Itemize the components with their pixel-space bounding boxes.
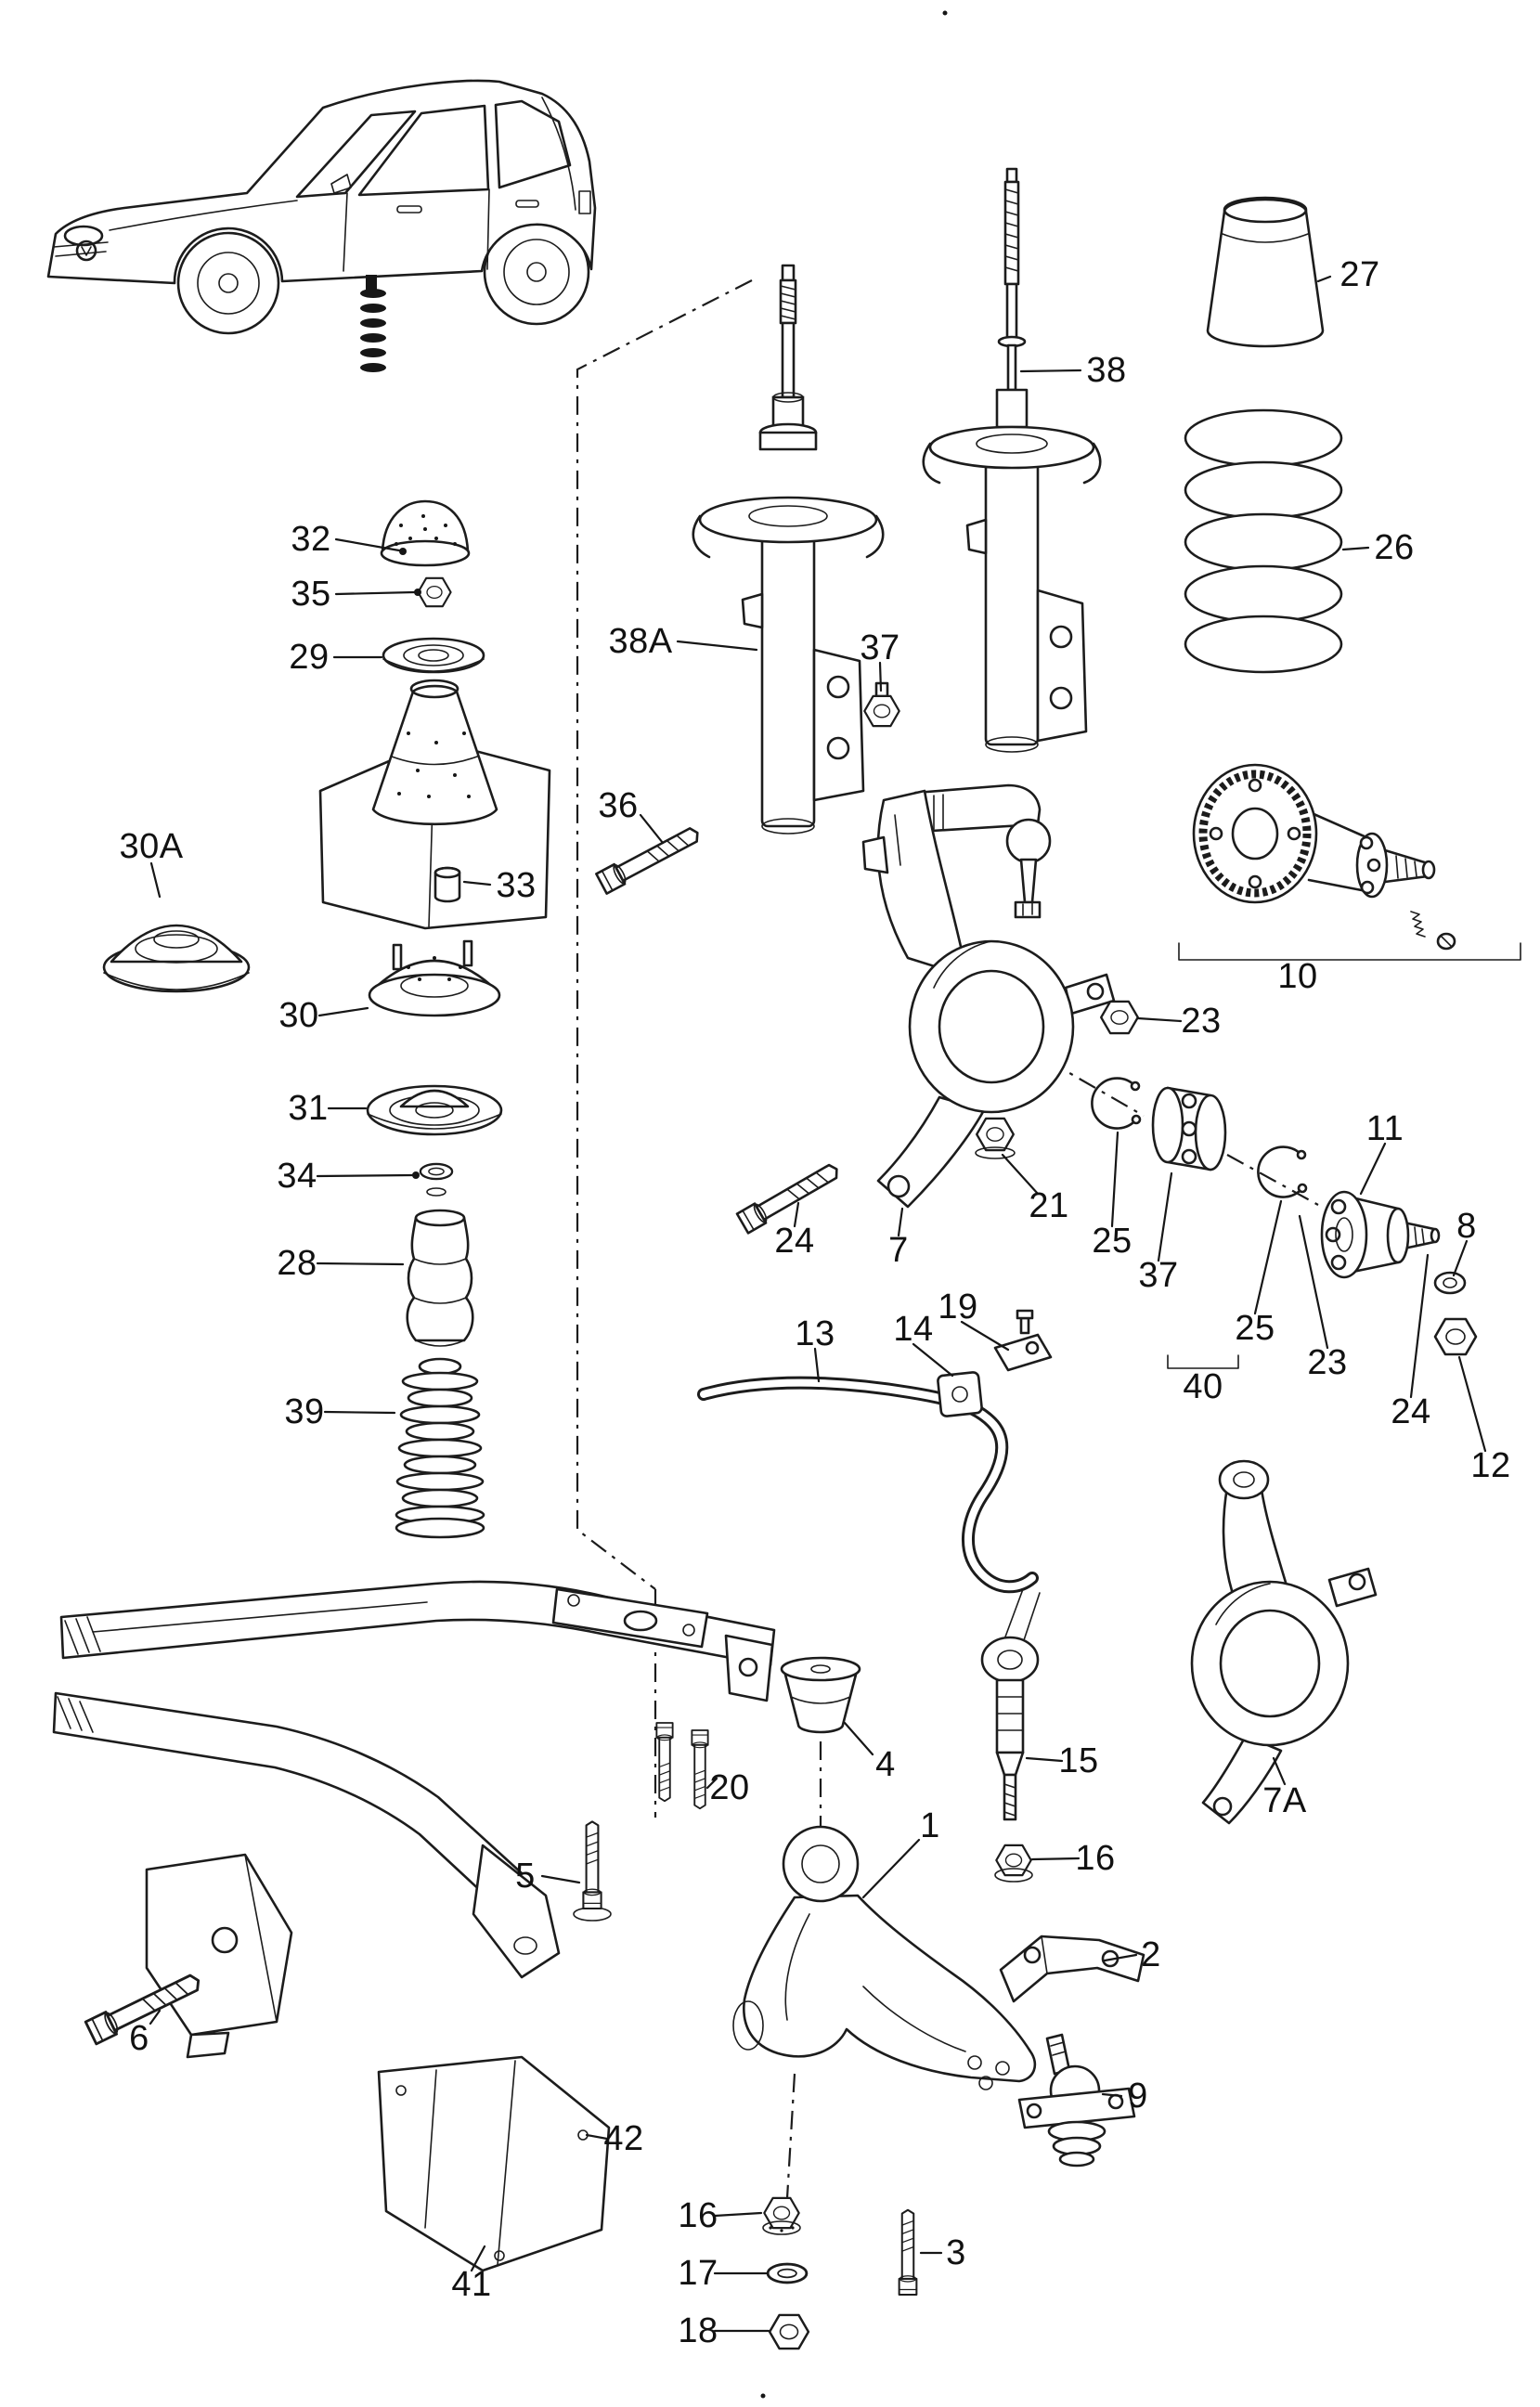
flange-nut-16-upper (994, 1844, 1033, 1883)
cap-32 (380, 499, 471, 567)
part-label-16a: 16 (1075, 1839, 1116, 1878)
part-label-24b: 24 (1391, 1392, 1431, 1431)
suspension-strut-38 (922, 167, 1102, 753)
part-label-37b: 37 (1138, 1256, 1179, 1295)
part-label-7: 7 (888, 1231, 909, 1270)
part-label-5: 5 (515, 1857, 536, 1896)
part-label-39: 39 (284, 1392, 325, 1431)
part-label-32: 32 (291, 520, 331, 559)
print-specks (760, 10, 948, 2399)
protective-boot-39 (395, 1357, 485, 1539)
bump-stop-28 (406, 1209, 474, 1347)
part-label-24a: 24 (774, 1222, 815, 1261)
part-label-8: 8 (1456, 1207, 1477, 1246)
leader-lines (149, 275, 1487, 2333)
bolt-5 (573, 1820, 612, 1922)
part-label-27: 27 (1339, 255, 1380, 294)
part-label-23b: 23 (1307, 1343, 1348, 1382)
control-arm-1 (732, 1825, 1037, 2090)
part-label-31: 31 (288, 1089, 329, 1128)
coil-spring-26 (1184, 408, 1343, 674)
part-label-20: 20 (709, 1768, 750, 1807)
part-label-25b: 25 (1235, 1309, 1275, 1348)
part-label-7A: 7A (1262, 1781, 1307, 1820)
part-label-2: 2 (1141, 1935, 1161, 1974)
part-label-30A: 30A (119, 827, 184, 866)
wheel-bearing-25 (1151, 1086, 1227, 1171)
part-label-18: 18 (678, 2311, 718, 2350)
part-label-35: 35 (291, 575, 331, 614)
stabilizer-clamp-14 (937, 1371, 983, 1417)
part-label-26: 26 (1374, 528, 1415, 567)
part-label-13: 13 (795, 1314, 835, 1353)
part-label-21: 21 (1029, 1186, 1069, 1225)
highlighted-front-spring (360, 275, 386, 372)
self-tapping-screw (1410, 911, 1456, 951)
part-label-4: 4 (875, 1745, 896, 1784)
cone-bushing-4 (780, 1656, 861, 1734)
windshield (295, 110, 417, 199)
part-label-30: 30 (278, 996, 319, 1035)
part-label-11: 11 (1365, 1109, 1404, 1148)
part-label-16b: 16 (678, 2196, 718, 2235)
part-label-17: 17 (678, 2254, 718, 2293)
part-label-6: 6 (129, 2019, 149, 2058)
vehicle-overview (46, 79, 597, 372)
part-label-19: 19 (938, 1288, 978, 1326)
part-label-3: 3 (946, 2233, 966, 2272)
washer-34 (419, 1162, 454, 1197)
protective-cap-27 (1206, 196, 1325, 348)
vw-badge (75, 239, 97, 262)
part-label-37a: 37 (860, 628, 900, 667)
part-label-34: 34 (277, 1157, 317, 1196)
flange-nut-16-lower (762, 2196, 801, 2235)
part-label-40: 40 (1183, 1367, 1223, 1406)
part-label-28: 28 (277, 1244, 317, 1283)
bracket-2 (999, 1935, 1145, 2003)
part-label-12: 12 (1470, 1446, 1511, 1485)
strut-mount-29 (382, 637, 485, 674)
part-label-23a: 23 (1181, 1002, 1222, 1041)
steering-knuckle-7a (1190, 1459, 1378, 1825)
part-label-14: 14 (893, 1310, 934, 1349)
wheel-hub-abs-ring-10 (1192, 763, 1456, 951)
part-label-1: 1 (920, 1806, 940, 1845)
part-label-42: 42 (603, 2119, 644, 2158)
part-label-9: 9 (1128, 2077, 1148, 2116)
splash-shield-41 (377, 2055, 611, 2272)
grouping-brackets (1167, 942, 1521, 1369)
stabilizer-link-15 (980, 1588, 1041, 1821)
part-label-25a: 25 (1092, 1222, 1132, 1261)
part-label-41: 41 (451, 2265, 492, 2304)
ball-joint-9 (1017, 2033, 1136, 2168)
part-label-29: 29 (289, 638, 330, 677)
washer-8 (1433, 1271, 1467, 1295)
suspension-strut-38a (692, 264, 885, 835)
clamp-bracket-19 (993, 1309, 1053, 1372)
strut-mount-30 (368, 939, 501, 1017)
part-label-10: 10 (1277, 957, 1318, 996)
part-label-38: 38 (1086, 351, 1127, 390)
mount-bearing-31 (366, 1084, 503, 1136)
reference-lines (576, 279, 1319, 2199)
steering-knuckle-7 (861, 789, 1116, 1209)
mounting-plate-and-buffer (318, 679, 551, 930)
tie-rod-end (913, 783, 1052, 919)
part-label-15: 15 (1058, 1741, 1099, 1780)
wheel-hub-11 (1320, 1190, 1441, 1279)
strut-mount-30a (102, 924, 251, 993)
stabilizer-bar-13 (697, 1376, 1039, 1594)
spacer-bushing-33 (434, 866, 461, 903)
part-label-38A: 38A (608, 622, 673, 661)
part-label-36: 36 (598, 786, 639, 825)
eccentric-nut-21 (975, 1117, 1016, 1159)
part-label-33: 33 (496, 866, 537, 905)
